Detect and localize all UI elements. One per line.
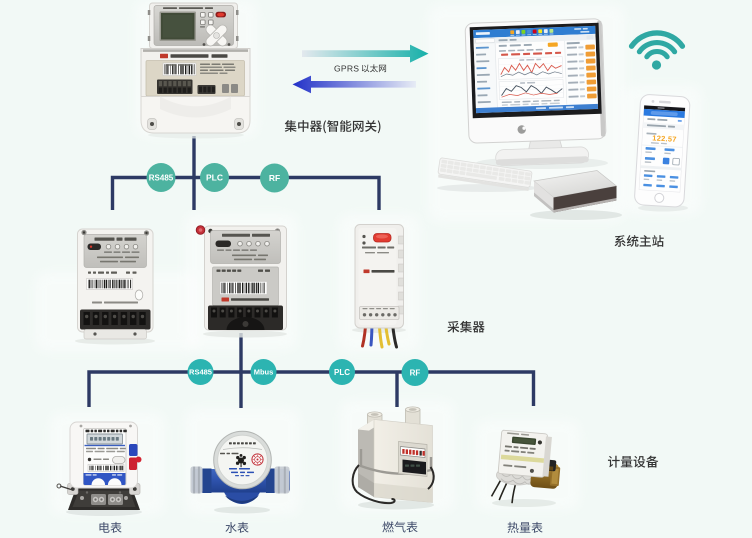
svg-text:RF: RF xyxy=(269,173,280,183)
svg-text:RS485: RS485 xyxy=(189,368,212,377)
svg-text:GPRS: GPRS xyxy=(334,64,359,74)
svg-text:RF: RF xyxy=(410,368,421,377)
svg-text:122.57: 122.57 xyxy=(652,133,677,143)
svg-text:PLC: PLC xyxy=(334,368,350,377)
svg-text:RS485: RS485 xyxy=(149,173,174,182)
svg-text:Mbus: Mbus xyxy=(254,368,274,377)
svg-text:PLC: PLC xyxy=(206,173,223,183)
